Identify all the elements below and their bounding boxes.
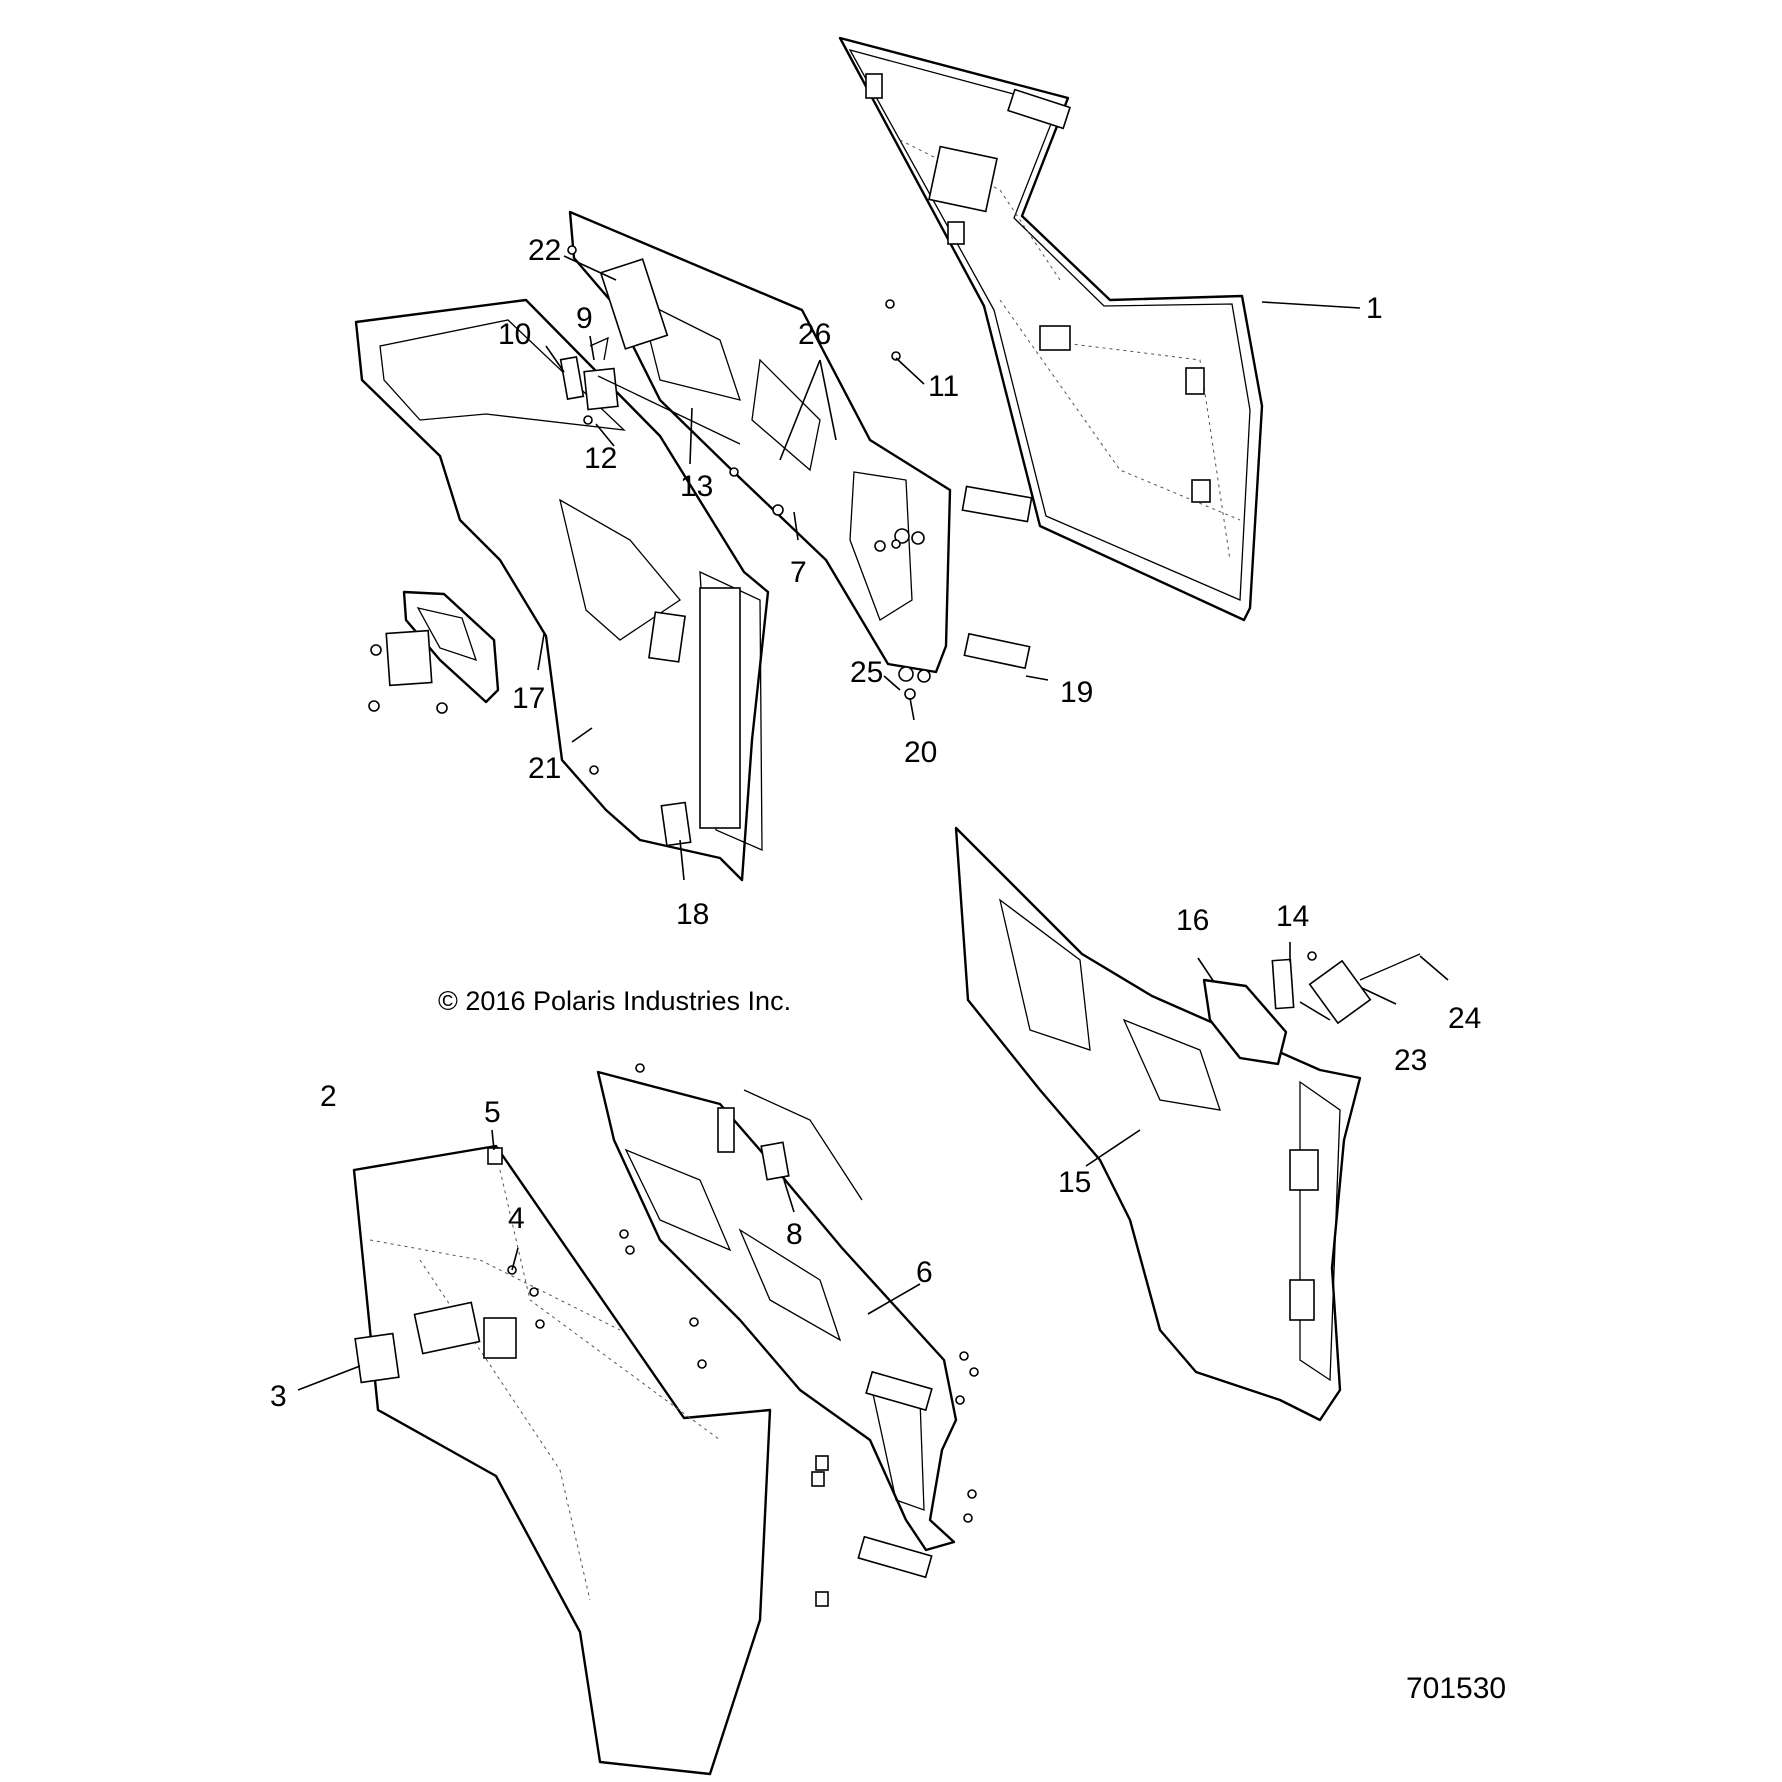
callout-7: 7	[790, 556, 807, 589]
part-4-5-fasteners	[487, 1147, 545, 1329]
leader-lines	[297, 255, 1449, 1391]
callout-21: 21	[528, 752, 561, 785]
part-6-inner-door-frame-upper	[568, 210, 1033, 683]
callout-2: 2	[320, 1080, 337, 1113]
callout-6: 6	[916, 1256, 933, 1289]
part-6-inner-door-frame-lower	[596, 1070, 958, 1579]
callout-17: 17	[512, 682, 545, 715]
latch-hardware-upper	[559, 336, 741, 445]
latch-hardware-lower	[1202, 951, 1421, 1066]
callout-12: 12	[584, 442, 617, 475]
callout-24: 24	[1448, 1002, 1481, 1035]
callout-18: 18	[676, 898, 709, 931]
callout-22: 22	[528, 234, 561, 267]
fasteners-upper	[567, 245, 916, 775]
callout-8: 8	[786, 1218, 803, 1251]
callout-1: 1	[1366, 292, 1383, 325]
callout-5: 5	[484, 1096, 501, 1129]
figure-number: 701530	[1406, 1672, 1506, 1705]
callout-11: 11	[928, 370, 959, 403]
callout-13: 13	[680, 470, 713, 503]
callout-20: 20	[904, 736, 937, 769]
callout-labels: 1 2 3 4 5 6 7 8 9 10 11 12 13 14 15 16 1…	[270, 234, 1481, 1413]
part-1-outer-door-panel	[838, 36, 1264, 622]
part-15-inner-door-panel-upper	[354, 298, 770, 882]
callout-16: 16	[1176, 904, 1209, 937]
fasteners-lower	[619, 1063, 979, 1607]
part-3-handle	[354, 1332, 400, 1384]
callout-23: 23	[1394, 1044, 1427, 1077]
callout-4: 4	[508, 1202, 525, 1235]
callout-19: 19	[1060, 676, 1093, 709]
callout-15: 15	[1058, 1166, 1091, 1199]
inner-handle-assembly	[368, 590, 500, 714]
callout-10: 10	[498, 318, 531, 351]
copyright-text: © 2016 Polaris Industries Inc.	[438, 986, 791, 1016]
callout-9: 9	[576, 302, 593, 335]
callout-26: 26	[798, 318, 831, 351]
callout-14: 14	[1276, 900, 1309, 933]
callout-25: 25	[850, 656, 883, 689]
callout-3: 3	[270, 1380, 287, 1413]
part-2-outer-door-panel	[352, 1144, 772, 1776]
